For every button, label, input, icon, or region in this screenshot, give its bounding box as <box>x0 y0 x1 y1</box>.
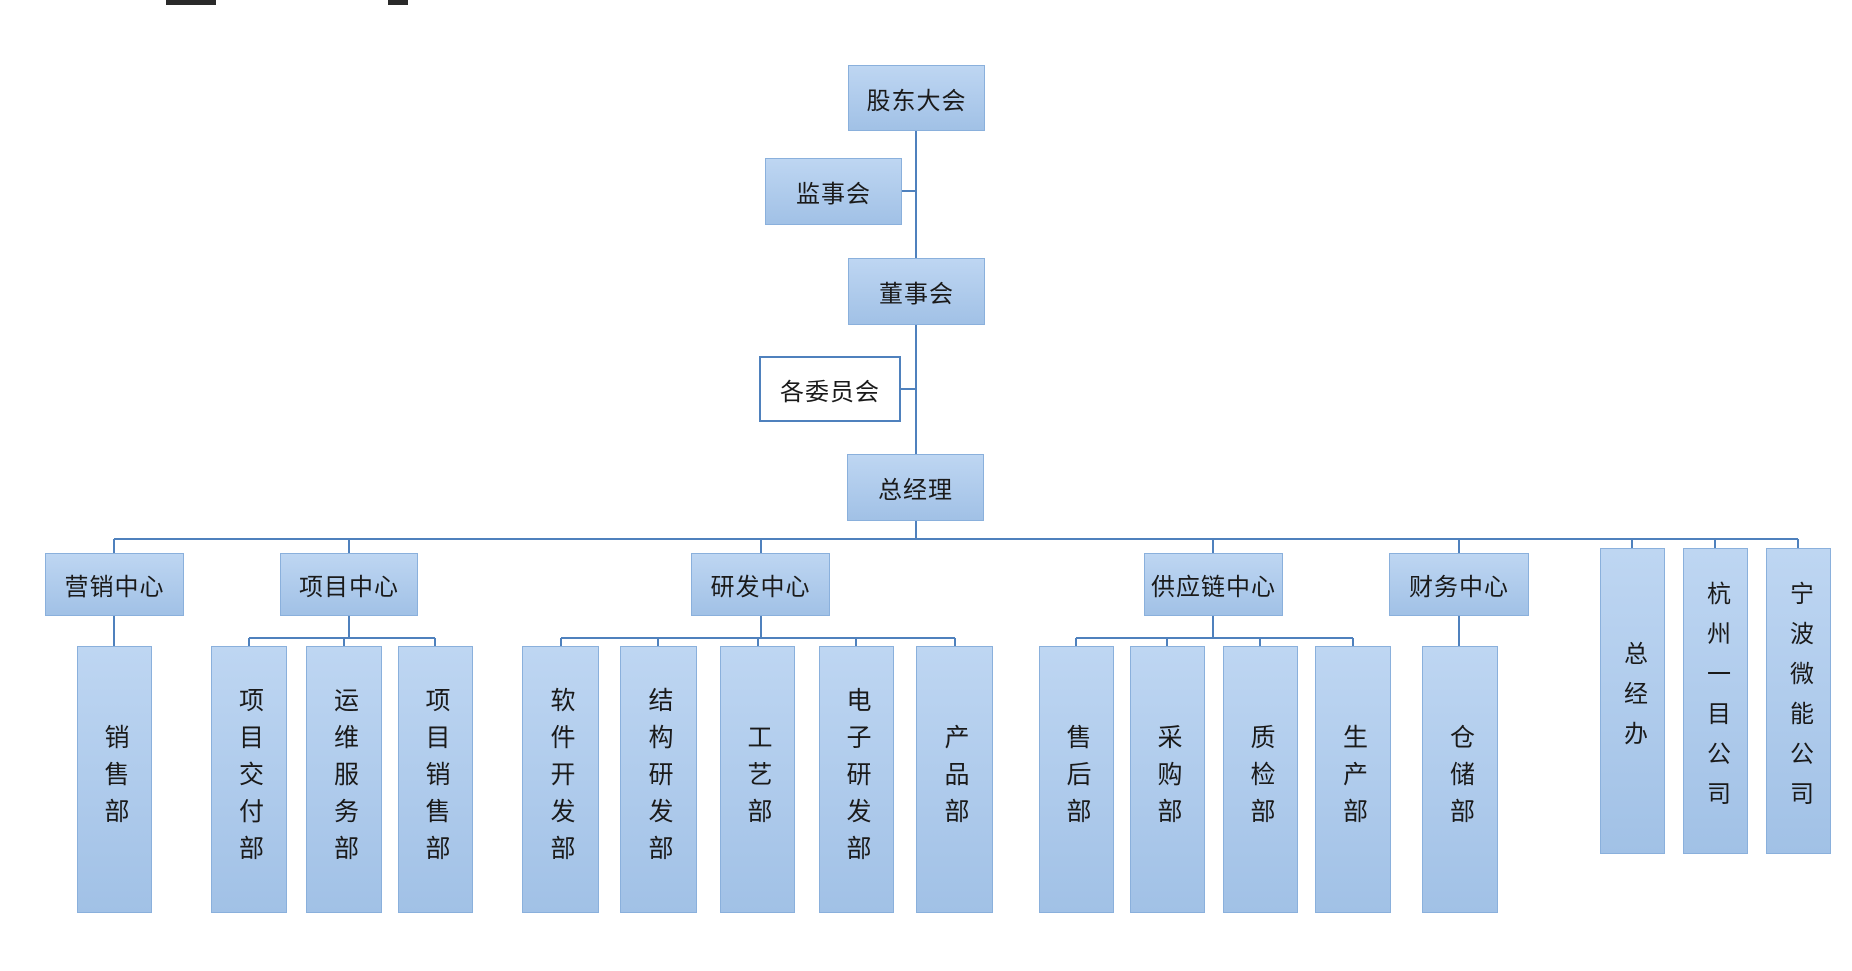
org-node-center-supply-chain: 供应链中心 <box>1144 553 1283 616</box>
node-label: 售后部 <box>1063 724 1091 835</box>
org-node-committees: 各委员会 <box>759 356 901 422</box>
node-label: 软件开发部 <box>547 687 575 872</box>
org-node-dept-after-sales: 售后部 <box>1039 646 1114 913</box>
node-label: 生产部 <box>1339 724 1368 835</box>
node-label: 销售部 <box>101 724 129 835</box>
org-node-dept-electronics-rnd: 电子研发部 <box>819 646 894 913</box>
node-label: 供应链中心 <box>1151 574 1276 601</box>
org-node-supervisory-board: 监事会 <box>765 158 902 225</box>
node-label: 项目交付部 <box>235 687 264 872</box>
node-label: 项目中心 <box>299 574 399 601</box>
org-node-dept-product: 产品部 <box>916 646 993 913</box>
node-label: 宁波微能公司 <box>1785 581 1813 821</box>
node-label: 监事会 <box>796 181 871 208</box>
org-node-center-marketing: 营销中心 <box>45 553 184 616</box>
node-label: 财务中心 <box>1409 574 1509 601</box>
org-node-unit-ningbo-weineng: 宁波微能公司 <box>1766 548 1831 854</box>
node-label: 电子研发部 <box>843 687 871 872</box>
org-node-general-manager: 总经理 <box>847 454 984 521</box>
org-node-unit-gm-office: 总经办 <box>1600 548 1665 854</box>
node-label: 研发中心 <box>710 574 811 601</box>
node-label: 质检部 <box>1247 724 1275 835</box>
org-node-dept-project-sales: 项目销售部 <box>398 646 473 913</box>
org-node-unit-hangzhou-yimu: 杭州一目公司 <box>1683 548 1748 854</box>
org-node-dept-process: 工艺部 <box>720 646 795 913</box>
node-label: 运维服务部 <box>330 687 359 872</box>
cropped-text-fragment-1 <box>166 0 216 5</box>
org-node-dept-production: 生产部 <box>1315 646 1391 913</box>
node-label: 营销中心 <box>64 574 165 601</box>
node-label: 产品部 <box>941 724 969 835</box>
org-node-dept-structural-rnd: 结构研发部 <box>620 646 697 913</box>
node-label: 总经办 <box>1619 641 1647 761</box>
node-label: 工艺部 <box>744 724 772 835</box>
org-node-dept-sales: 销售部 <box>77 646 152 913</box>
org-node-dept-project-delivery: 项目交付部 <box>211 646 287 913</box>
node-label: 采购部 <box>1154 724 1182 835</box>
cropped-text-fragment-2 <box>388 0 408 5</box>
org-node-dept-procurement: 采购部 <box>1130 646 1205 913</box>
org-node-center-projects: 项目中心 <box>280 553 418 616</box>
node-label: 项目销售部 <box>422 687 450 872</box>
org-node-dept-om-service: 运维服务部 <box>306 646 382 913</box>
org-node-shareholders-meeting: 股东大会 <box>848 65 985 131</box>
org-node-dept-quality: 质检部 <box>1223 646 1298 913</box>
node-label: 董事会 <box>879 281 954 308</box>
org-node-dept-software-dev: 软件开发部 <box>522 646 599 913</box>
node-label: 结构研发部 <box>645 687 673 872</box>
node-label: 仓储部 <box>1446 724 1475 835</box>
node-label: 各委员会 <box>780 378 880 406</box>
node-label: 总经理 <box>878 477 953 504</box>
org-node-dept-warehouse: 仓储部 <box>1422 646 1498 913</box>
node-label: 股东大会 <box>866 87 967 115</box>
org-node-center-finance: 财务中心 <box>1389 553 1529 616</box>
org-node-board-of-directors: 董事会 <box>848 258 985 325</box>
org-node-center-rnd: 研发中心 <box>691 553 830 616</box>
node-label: 杭州一目公司 <box>1702 581 1730 821</box>
